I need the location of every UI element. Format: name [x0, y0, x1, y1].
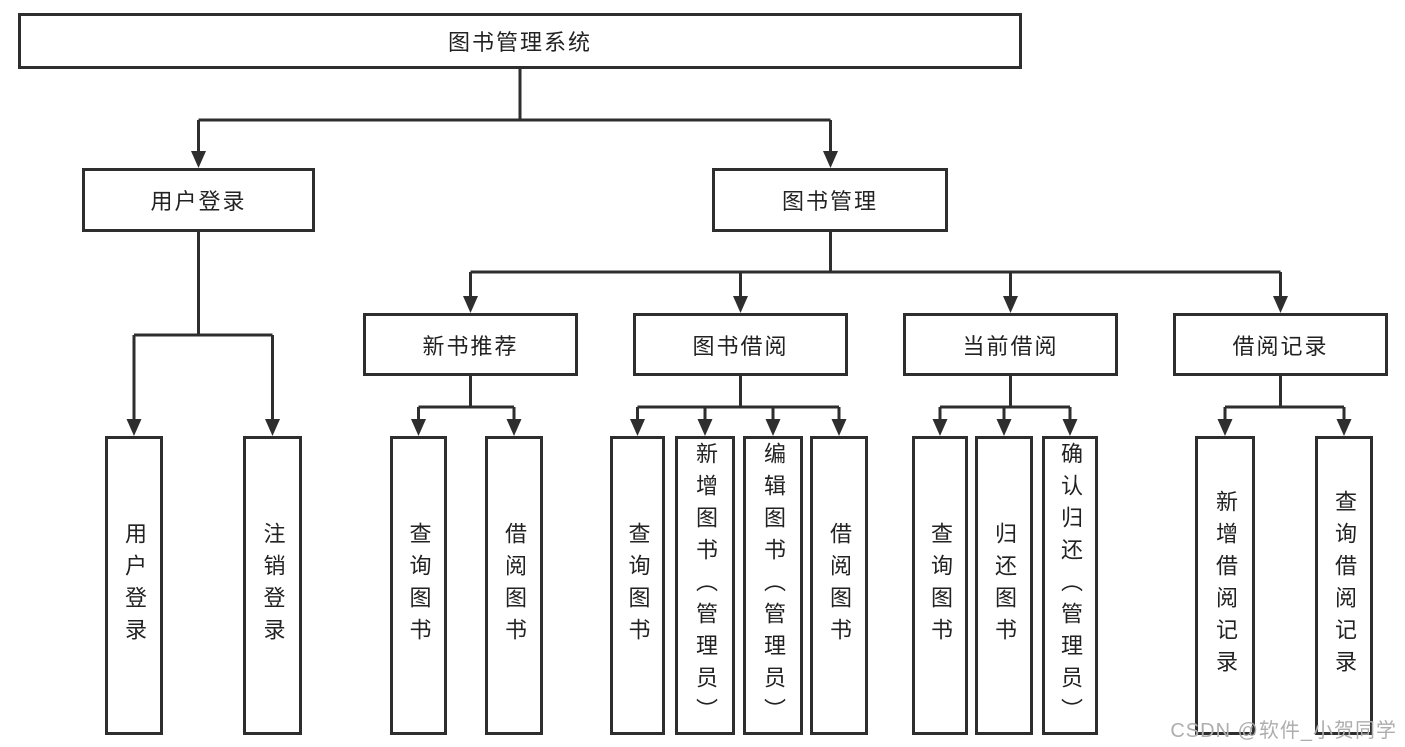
- leaf-edit-books-admin: 编辑图书（管理员）: [743, 436, 803, 735]
- connector-root-to-level2: [191, 69, 838, 168]
- leaf-recommend-borrow-books: 借阅图书: [485, 436, 543, 735]
- leaf-add-borrow-record-label: 新增借阅记录: [1213, 489, 1238, 682]
- connector-borrowing-records-to-leaves: [1217, 376, 1352, 436]
- leaf-confirm-return-admin-label: 确认归还（管理员）: [1058, 441, 1083, 730]
- leaf-user-login: 用户登录: [105, 436, 163, 735]
- leaf-borrowing-query-books-label: 查询图书: [625, 521, 651, 650]
- leaf-borrowing-query-books: 查询图书: [610, 436, 665, 735]
- leaf-add-borrow-record: 新增借阅记录: [1195, 436, 1255, 735]
- leaf-add-books-admin: 新增图书（管理员）: [675, 436, 735, 735]
- connector-current-borrowing-to-leaves: [932, 376, 1078, 436]
- leaf-recommend-query-books-label: 查询图书: [406, 521, 432, 650]
- leaf-return-books: 归还图书: [975, 436, 1033, 735]
- connector-new-book-recommendation-to-leaves: [411, 376, 522, 436]
- leaf-borrowing-borrow-books: 借阅图书: [810, 436, 868, 735]
- csdn-watermark: CSDN @软件_小贺同学: [1170, 720, 1397, 742]
- leaf-logout: 注销登录: [243, 436, 302, 735]
- leaf-borrowing-borrow-books-label: 借阅图书: [827, 521, 852, 650]
- leaf-add-books-admin-label: 新增图书（管理员）: [693, 441, 718, 730]
- node-user-login: 用户登录: [82, 168, 315, 232]
- node-book-management: 图书管理: [712, 168, 948, 232]
- leaf-current-query-books: 查询图书: [912, 436, 968, 735]
- leaf-return-books-label: 归还图书: [992, 521, 1017, 650]
- leaf-current-query-books-label: 查询图书: [928, 521, 953, 650]
- connector-book-borrowing-to-leaves: [630, 376, 847, 436]
- node-current-borrowing: 当前借阅: [903, 313, 1118, 376]
- node-borrowing-records: 借阅记录: [1173, 313, 1388, 376]
- connector-book-management-to-level3: [463, 232, 1288, 313]
- connector-user-login-to-leaves: [126, 232, 280, 436]
- leaf-recommend-query-books: 查询图书: [390, 436, 447, 735]
- leaf-logout-label: 注销登录: [260, 521, 286, 650]
- leaf-user-login-label: 用户登录: [122, 521, 147, 650]
- leaf-recommend-borrow-books-label: 借阅图书: [502, 521, 527, 650]
- leaf-query-borrow-record: 查询借阅记录: [1315, 436, 1373, 735]
- node-new-book-recommendation: 新书推荐: [363, 313, 578, 376]
- leaf-query-borrow-record-label: 查询借阅记录: [1332, 489, 1357, 682]
- leaf-edit-books-admin-label: 编辑图书（管理员）: [761, 441, 786, 730]
- leaf-confirm-return-admin: 确认归还（管理员）: [1042, 436, 1098, 735]
- node-root-library-management-system: 图书管理系统: [18, 13, 1022, 69]
- node-book-borrowing: 图书借阅: [633, 313, 848, 376]
